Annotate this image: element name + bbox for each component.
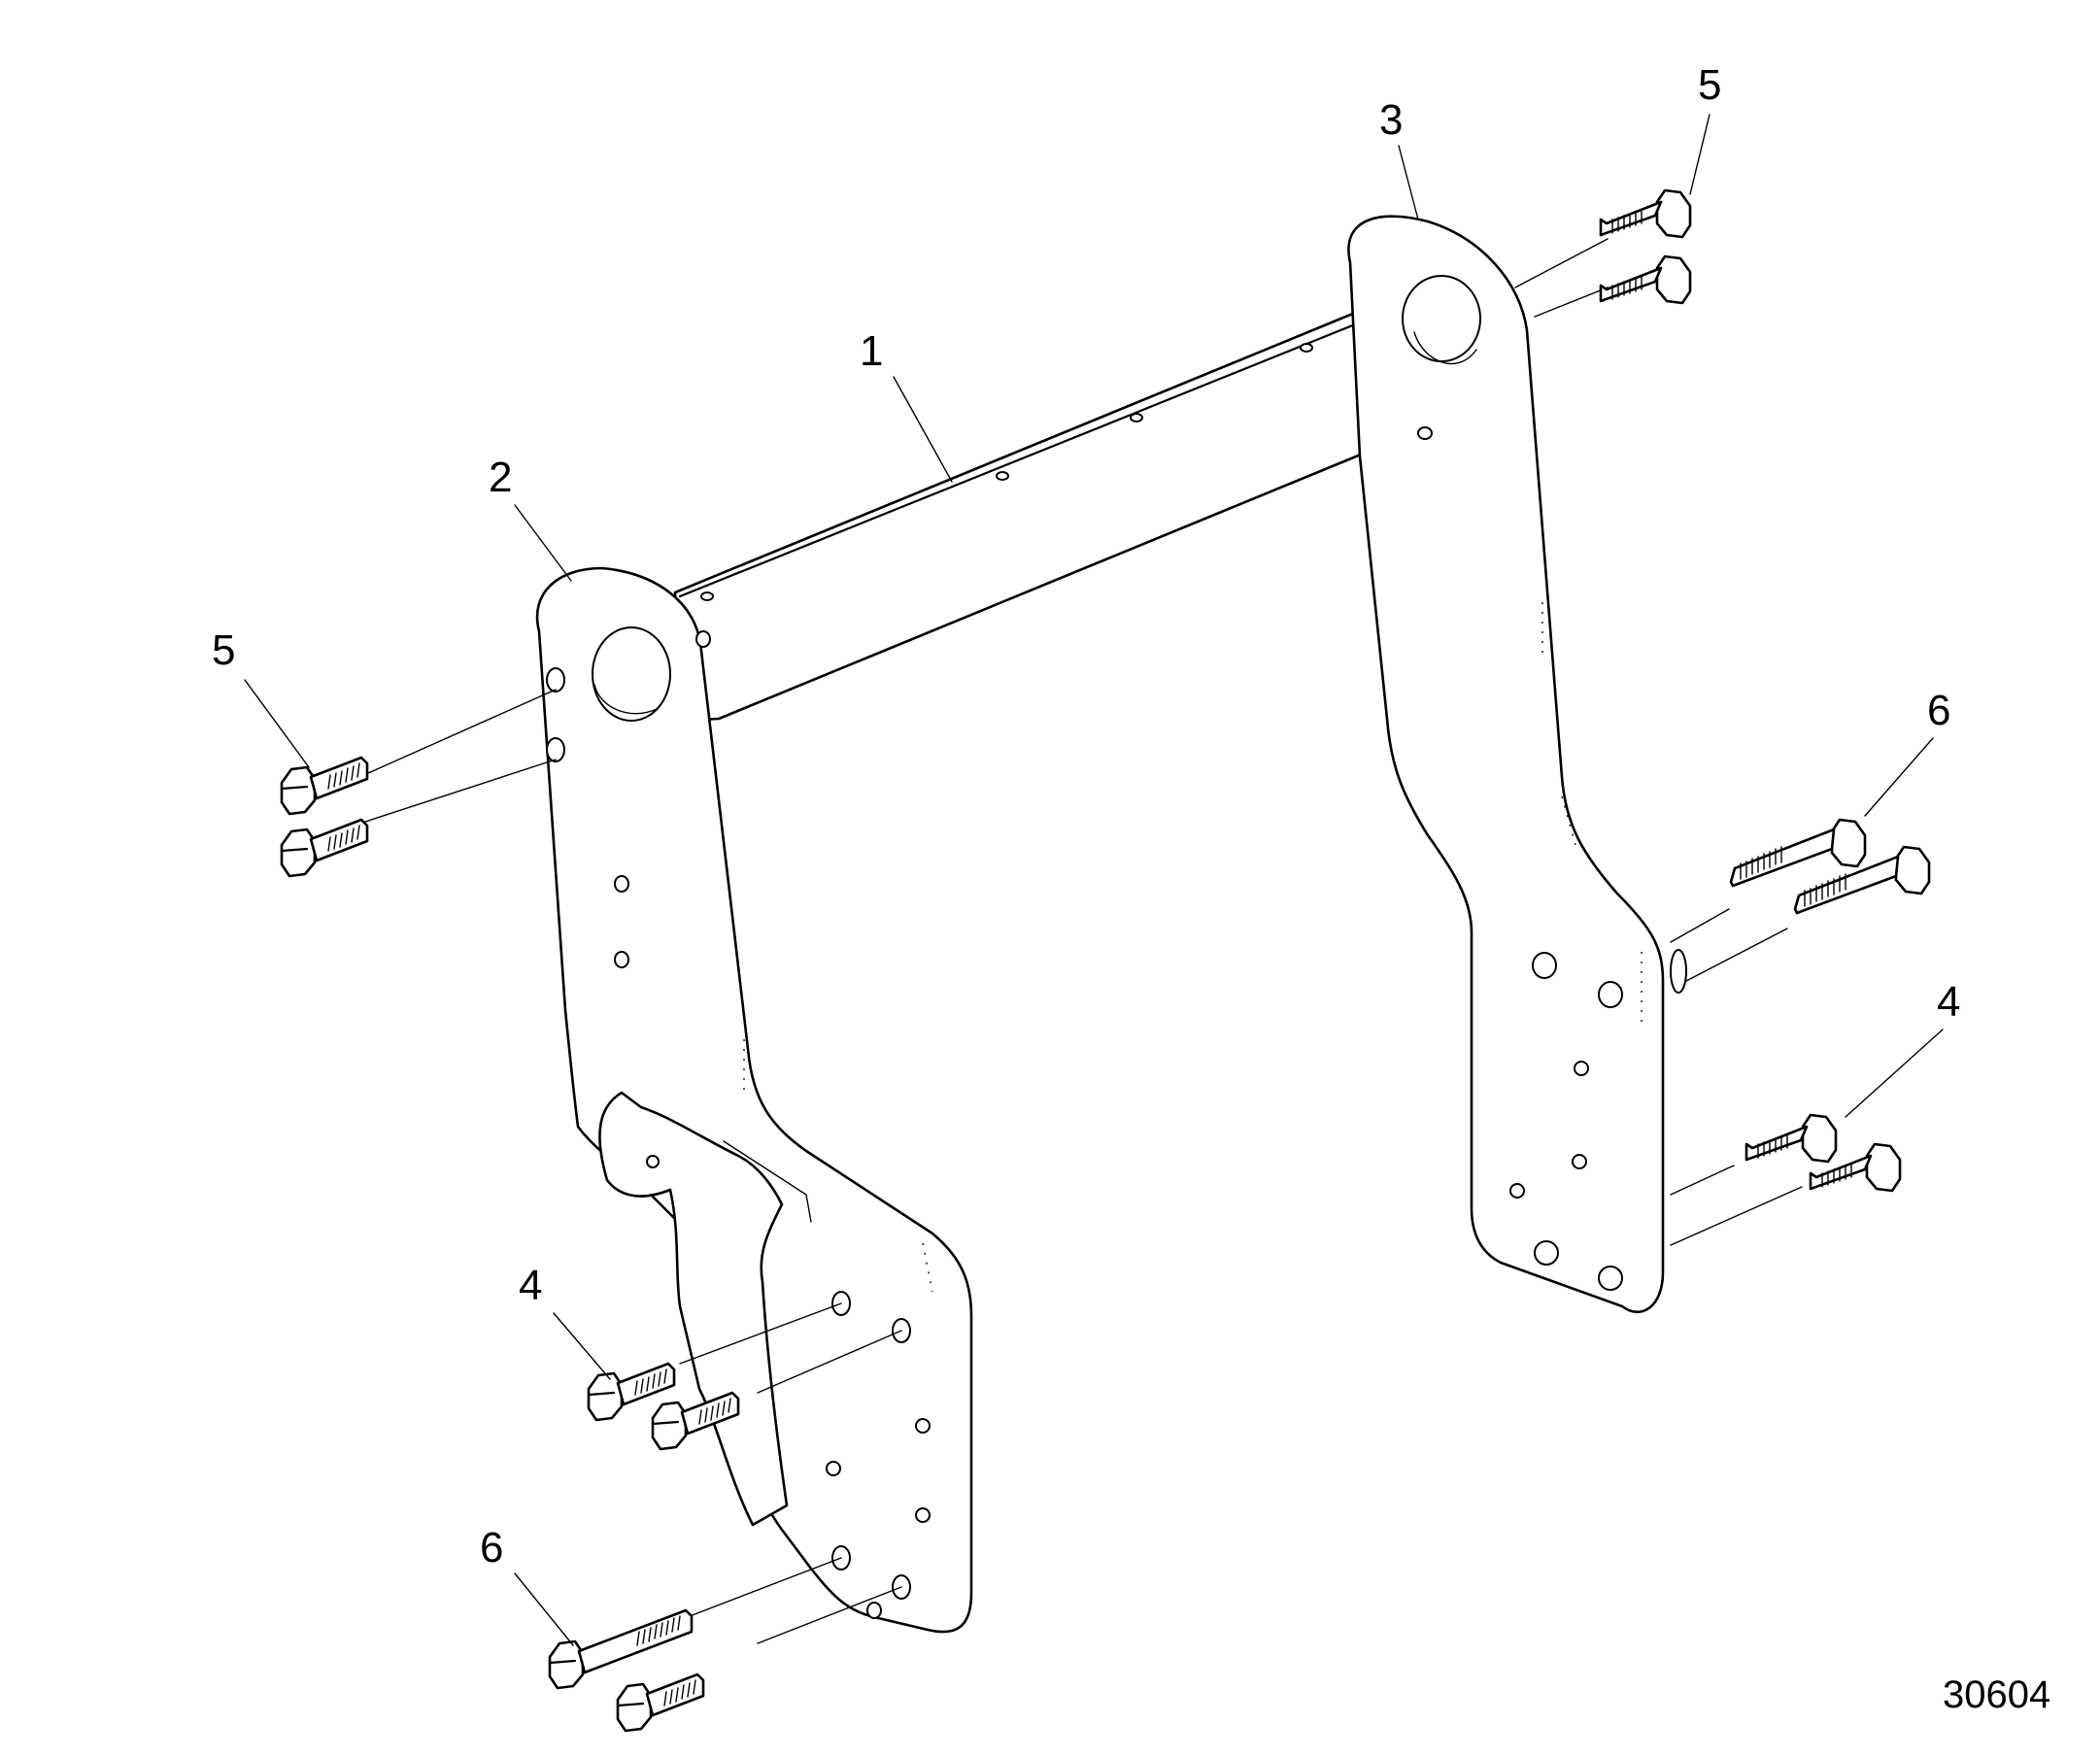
callout-label-4-right: 4 (1937, 978, 1960, 1026)
callout-label-5-left: 5 (212, 626, 235, 674)
callout-label-4-left: 4 (519, 1262, 542, 1309)
right-arm (1347, 215, 1687, 1313)
bolt-left-lower-a (548, 1608, 694, 1690)
bolt-right-lower-a (1744, 1113, 1838, 1164)
bolt-upper-right-b (1599, 254, 1692, 305)
callout-label-6-right: 6 (1927, 687, 1950, 734)
figure-number: 30604 (1943, 1673, 2050, 1716)
bolt-upper-right-a (1599, 188, 1692, 239)
callout-label-2: 2 (489, 454, 512, 501)
bolt-upper-left-b (280, 818, 369, 878)
callout-label-3: 3 (1379, 96, 1403, 144)
callout-label-1: 1 (860, 327, 883, 375)
left-bracket-plate (598, 1091, 812, 1527)
bolt-left-lower-b (616, 1673, 705, 1733)
callout-leaders (244, 114, 1944, 1646)
callout-label-5-right: 5 (1698, 61, 1721, 109)
leader-lines (358, 238, 1803, 1644)
bolt-upper-left-a (280, 756, 369, 816)
crossbar (673, 309, 1391, 723)
callout-label-6-left: 6 (480, 1524, 503, 1571)
